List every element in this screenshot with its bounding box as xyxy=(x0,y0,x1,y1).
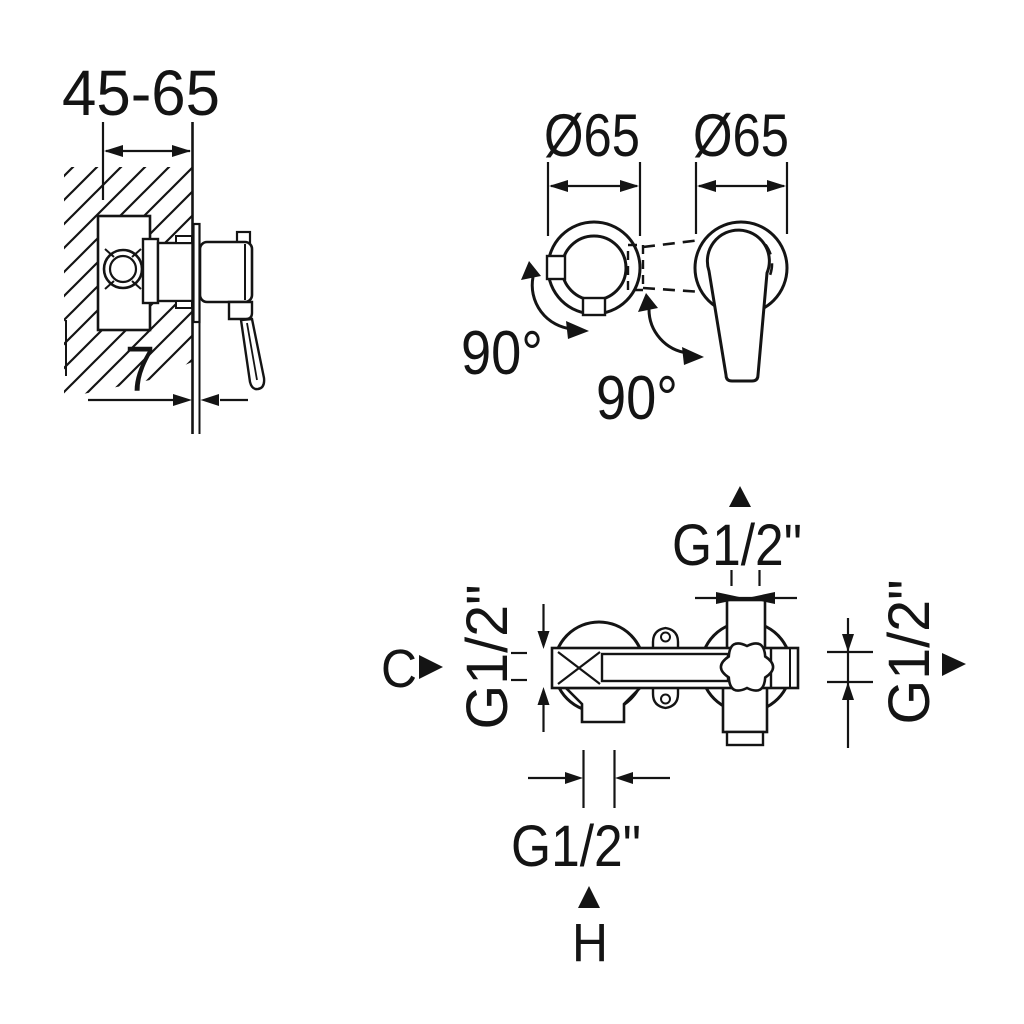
rotation-right-label: 90° xyxy=(596,364,678,433)
rosette-ring-inner xyxy=(560,234,628,302)
arrowhead-down-icon xyxy=(537,631,550,649)
left-block-chamfer xyxy=(557,651,601,685)
cartridge-nut xyxy=(719,642,775,692)
mounting-tab-bottom xyxy=(651,684,680,710)
arrowhead-left-icon xyxy=(697,180,716,192)
handle-ghost-tab xyxy=(626,243,645,292)
valve-flange-top xyxy=(175,235,193,244)
arrowhead-up-icon xyxy=(638,293,658,312)
arrowhead-right-icon xyxy=(767,180,786,192)
body-tube xyxy=(600,652,730,683)
valve-flange-bottom xyxy=(175,300,193,309)
hot-water-label: H xyxy=(572,913,608,973)
arrowhead-up-icon xyxy=(842,682,854,700)
dim-left-diameter-label: Ø65 xyxy=(544,102,640,169)
arrowhead-right-icon xyxy=(682,347,704,365)
flow-arrow-right-icon xyxy=(419,655,443,679)
handle-hub xyxy=(227,300,254,321)
stub-top-outlet xyxy=(725,598,767,651)
side-section-view: 45-65 7 xyxy=(62,57,266,434)
ring-notch-left xyxy=(545,254,567,281)
handle-ghost-line-top xyxy=(642,238,702,249)
ring-notch-bottom xyxy=(581,296,607,317)
rotation-left-label: 90° xyxy=(461,319,543,388)
arrowhead-right-icon xyxy=(172,145,191,157)
arrowhead-up-icon xyxy=(521,261,541,280)
arrowhead-left-icon xyxy=(104,145,123,157)
dim-plate-thickness-label: 7 xyxy=(125,333,155,405)
screw-hole-bottom xyxy=(660,693,671,705)
flow-arrow-up-icon xyxy=(729,486,751,507)
front-view: Ø65 Ø65 90° 90° xyxy=(461,102,789,433)
rotation-arrow-right xyxy=(647,308,689,355)
arrowhead-left-icon xyxy=(615,772,633,784)
top-plan-view: G1/2" C G1/2" G1/2" G1/2" H xyxy=(381,486,966,973)
flow-arrow-up-icon xyxy=(578,886,600,908)
thread-bottom-label: G1/2" xyxy=(511,814,641,879)
thread-left-label: G1/2" xyxy=(455,585,520,730)
mixer-outer-body xyxy=(198,240,254,304)
arrowhead-left-icon xyxy=(747,592,775,604)
cover-plate xyxy=(192,222,201,324)
arrowhead-left-icon xyxy=(549,180,568,192)
stub-bottom-right-lip xyxy=(725,730,765,747)
valve-pipe-inner xyxy=(108,254,138,284)
screw-hole-top xyxy=(660,631,671,643)
cold-water-label: C xyxy=(381,639,417,699)
valve-front-block xyxy=(156,241,194,303)
arrowhead-right-icon xyxy=(620,180,639,192)
lever-handle-front xyxy=(705,228,771,383)
arrowhead-right-icon xyxy=(566,321,589,339)
mounting-tab-top xyxy=(651,626,680,652)
lever-inner-line xyxy=(246,322,258,381)
rotation-arrow-left xyxy=(530,276,573,331)
flow-arrow-right-icon xyxy=(942,653,966,676)
valve-mid-section xyxy=(141,237,160,305)
arrowhead-down-icon xyxy=(842,634,854,652)
thread-top-label: G1/2" xyxy=(672,513,802,578)
arrowhead-right-icon xyxy=(173,394,192,406)
thread-right-label: G1/2" xyxy=(877,580,942,725)
arrowhead-up-icon xyxy=(537,687,550,705)
dim-wall-depth-label: 45-65 xyxy=(62,57,220,129)
valve-chamfer-lines xyxy=(104,248,142,290)
arrowhead-right-icon xyxy=(716,592,744,604)
dim-right-diameter-label: Ø65 xyxy=(693,102,789,169)
arrowhead-left-icon xyxy=(200,394,219,406)
stub-bottom-right xyxy=(721,685,769,734)
arrowhead-right-icon xyxy=(565,772,583,784)
